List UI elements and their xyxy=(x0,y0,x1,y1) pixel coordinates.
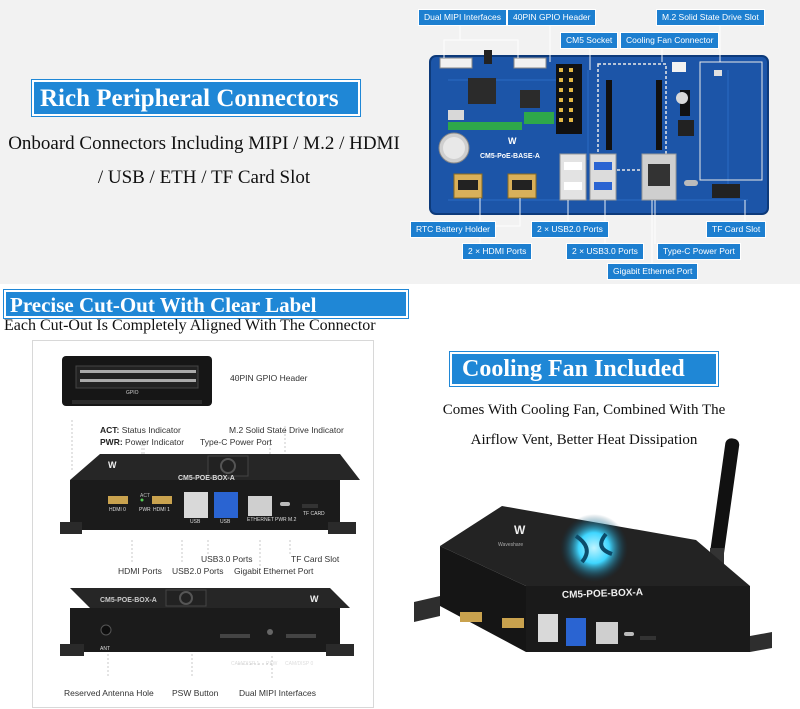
silk-cam0: CAM/DISP 1 xyxy=(231,661,260,667)
tf-slot-label: TF Card Slot xyxy=(291,554,340,564)
typec-port-label: Type-C Power Port xyxy=(200,437,272,447)
box-back-view: CM5-POE-BOX-A W xyxy=(60,588,354,656)
callout-m2-slot: M.2 Solid State Drive Slot xyxy=(656,9,765,26)
silk-pwr-m2: PWR M.2 xyxy=(275,517,297,523)
rich-connectors-banner: Rich Peripheral Connectors xyxy=(32,80,360,116)
cm5-poe-box-photo: W Waveshare CM5-POE-BOX-A xyxy=(414,438,772,652)
silk-usb3: USB xyxy=(220,519,231,525)
cooling-fan-banner: Cooling Fan Included xyxy=(450,352,718,386)
callout-dual-mipi: Dual MIPI Interfaces xyxy=(418,9,508,26)
callout-cooling-fan-connector: Cooling Fan Connector xyxy=(620,32,720,49)
pwr-desc: Power Indicator xyxy=(125,437,185,447)
hdmi-ports-label: HDMI Ports xyxy=(118,566,162,576)
callout-gpio-header: 40PIN GPIO Header xyxy=(507,9,597,26)
act-desc: Status Indicator xyxy=(121,425,181,435)
silk-cam1: CAM/DISP 0 xyxy=(285,661,314,667)
callout-usb2: 2 × USB2.0 Ports xyxy=(531,221,609,238)
silk-pwr: PWR xyxy=(139,507,151,513)
svg-text:CM5-POE-BOX-A: CM5-POE-BOX-A xyxy=(562,587,643,601)
silk-act: ACT xyxy=(140,493,150,499)
cooling-fan-title: Cooling Fan Included xyxy=(462,356,685,382)
mipi-interfaces-label: Dual MIPI Interfaces xyxy=(239,688,317,698)
psw-button-label: PSW Button xyxy=(172,688,219,698)
callout-hdmi: 2 × HDMI Ports xyxy=(462,243,533,260)
svg-text:CM5-POE-BOX-A: CM5-POE-BOX-A xyxy=(178,475,235,482)
cutout-subtitle: Each Cut-Out Is Completely Aligned With … xyxy=(4,317,376,334)
silk-hdmi1: HDMI 1 xyxy=(153,507,170,513)
silk-tf-card: TF CARD xyxy=(303,511,325,517)
act-key: ACT: xyxy=(100,425,120,435)
silk-hdmi0: HDMI 0 xyxy=(109,507,126,513)
antenna-hole-label: Reserved Antenna Hole xyxy=(64,688,154,698)
callout-tf-card: TF Card Slot xyxy=(706,221,767,238)
svg-text:Waveshare: Waveshare xyxy=(498,542,523,548)
usb3-ports-label: USB3.0 Ports xyxy=(201,554,253,564)
gpio-top-view xyxy=(62,356,212,406)
pwr-key: PWR: xyxy=(100,437,123,447)
silk-ethernet: ETHERNET xyxy=(247,517,274,523)
callout-cm5-socket: CM5 Socket xyxy=(560,32,619,49)
act-indicator-label: ACT: Status Indicator xyxy=(100,425,181,435)
svg-text:W: W xyxy=(108,460,117,470)
svg-text:CM5-PoE-BASE-A: CM5-PoE-BASE-A xyxy=(480,153,540,160)
callout-usb3: 2 × USB3.0 Ports xyxy=(566,243,644,260)
silk-ant: ANT xyxy=(100,646,110,652)
cutout-title: Precise Cut-Out With Clear Label xyxy=(10,293,317,317)
board-desc-line1: Onboard Connectors Including MIPI / M.2 … xyxy=(8,133,400,154)
gpio-header-label: 40PIN GPIO Header xyxy=(230,373,308,383)
svg-text:CM5-POE-BOX-A: CM5-POE-BOX-A xyxy=(100,597,157,604)
box-front-view: W CM5-POE-BOX-A xyxy=(60,454,360,534)
fan-desc-line1: Comes With Cooling Fan, Combined With Th… xyxy=(442,402,726,418)
board-desc-line2: / USB / ETH / TF Card Slot xyxy=(97,167,311,188)
callout-rtc-battery: RTC Battery Holder xyxy=(410,221,497,238)
pwr-indicator-label: PWR: Power Indicator xyxy=(100,437,184,447)
rich-connectors-title: Rich Peripheral Connectors xyxy=(40,85,339,112)
silk-psw: PSW xyxy=(266,661,278,667)
silk-usb2: USB xyxy=(190,519,201,525)
gpio-tag: GPIO xyxy=(126,390,139,396)
fan-desc-line2: Airflow Vent, Better Heat Dissipation xyxy=(470,432,698,448)
usb2-ports-label: USB2.0 Ports xyxy=(172,566,224,576)
gpio-header-pins xyxy=(556,64,582,134)
callout-ethernet: Gigabit Ethernet Port xyxy=(607,263,699,280)
cutout-banner: Precise Cut-Out With Clear Label xyxy=(4,290,408,318)
callout-typec: Type-C Power Port xyxy=(657,243,741,260)
m2-indicator-label: M.2 Solid State Drive Indicator xyxy=(229,425,344,435)
ethernet-port-label: Gigabit Ethernet Port xyxy=(234,566,314,576)
svg-text:W: W xyxy=(310,594,319,604)
svg-text:W: W xyxy=(514,523,526,537)
svg-text:W: W xyxy=(508,136,517,146)
cm5-poe-base-board: W CM5-PoE-BASE-A xyxy=(429,50,769,215)
